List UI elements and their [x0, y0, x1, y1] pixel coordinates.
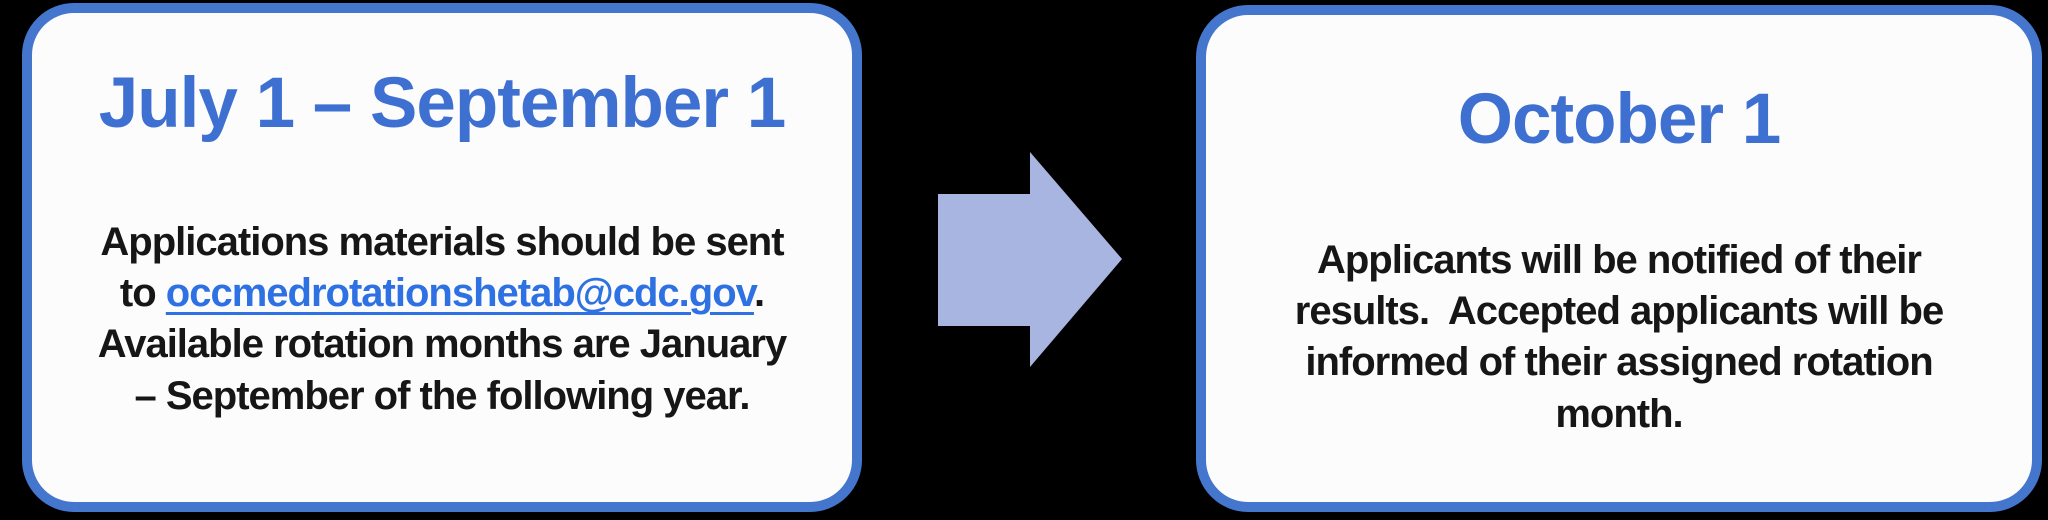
application-period-title: July 1 – September 1: [98, 64, 786, 143]
body-line-1: Applications materials should be sent: [100, 220, 784, 265]
notification-date-body: Applicants will be notified of their res…: [1294, 238, 1944, 436]
card-application-period: July 1 – September 1 Applications materi…: [22, 3, 862, 512]
body-line-2-pre: to: [119, 271, 166, 316]
body-line-3: Available rotation months are January: [97, 322, 787, 367]
body-line-2-post: .: [753, 271, 765, 316]
body-line-4: – September of the following year.: [134, 373, 750, 418]
card-notification-date: October 1 Applicants will be notified of…: [1196, 5, 2042, 512]
right-arrow-icon: [938, 152, 1122, 367]
email-link[interactable]: occmedrotationshetab@cdc.gov: [165, 271, 755, 316]
notification-date-title: October 1: [1457, 80, 1781, 159]
